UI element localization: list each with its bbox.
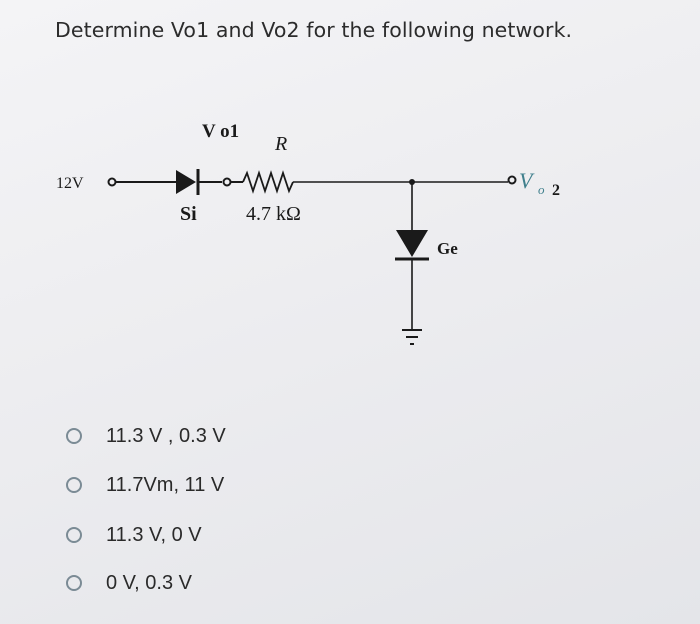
vo2-sub-o: o [538, 182, 545, 197]
resistor-label: R [274, 133, 287, 155]
option-label: 0 V, 0.3 V [106, 571, 192, 594]
source-label: 12V [56, 175, 84, 192]
input-terminal [107, 177, 117, 187]
option-1[interactable]: 11.3 V , 0.3 V [66, 421, 226, 451]
option-3[interactable]: 11.3 V, 0 V [66, 520, 202, 550]
circuit-diagram: 12V V o1 R Si 4.7 kΩ Ge V o 2 [56, 121, 560, 345]
ge-diode-icon [396, 230, 428, 257]
vo2-label: V [519, 168, 535, 193]
radio-button[interactable] [66, 477, 82, 493]
ge-label: Ge [437, 239, 458, 258]
output-terminal [507, 175, 517, 185]
radio-button[interactable] [66, 428, 82, 444]
si-label: Si [180, 203, 197, 225]
option-label: 11.3 V, 0 V [106, 523, 202, 546]
vo2-sub-num: 2 [552, 182, 560, 199]
option-4[interactable]: 0 V, 0.3 V [66, 568, 192, 598]
si-diode-icon [176, 170, 196, 194]
vo1-label: V o1 [202, 121, 239, 142]
vo1-node [222, 177, 232, 187]
question-text: Determine Vo1 and Vo2 for the following … [55, 18, 573, 42]
resistor-value: 4.7 kΩ [246, 203, 301, 225]
option-label: 11.7Vm, 11 V [106, 473, 225, 496]
resistor-icon [242, 170, 294, 194]
radio-button[interactable] [66, 575, 82, 591]
option-label: 11.3 V , 0.3 V [106, 424, 226, 447]
option-2[interactable]: 11.7Vm, 11 V [66, 470, 224, 500]
radio-button[interactable] [66, 527, 82, 543]
